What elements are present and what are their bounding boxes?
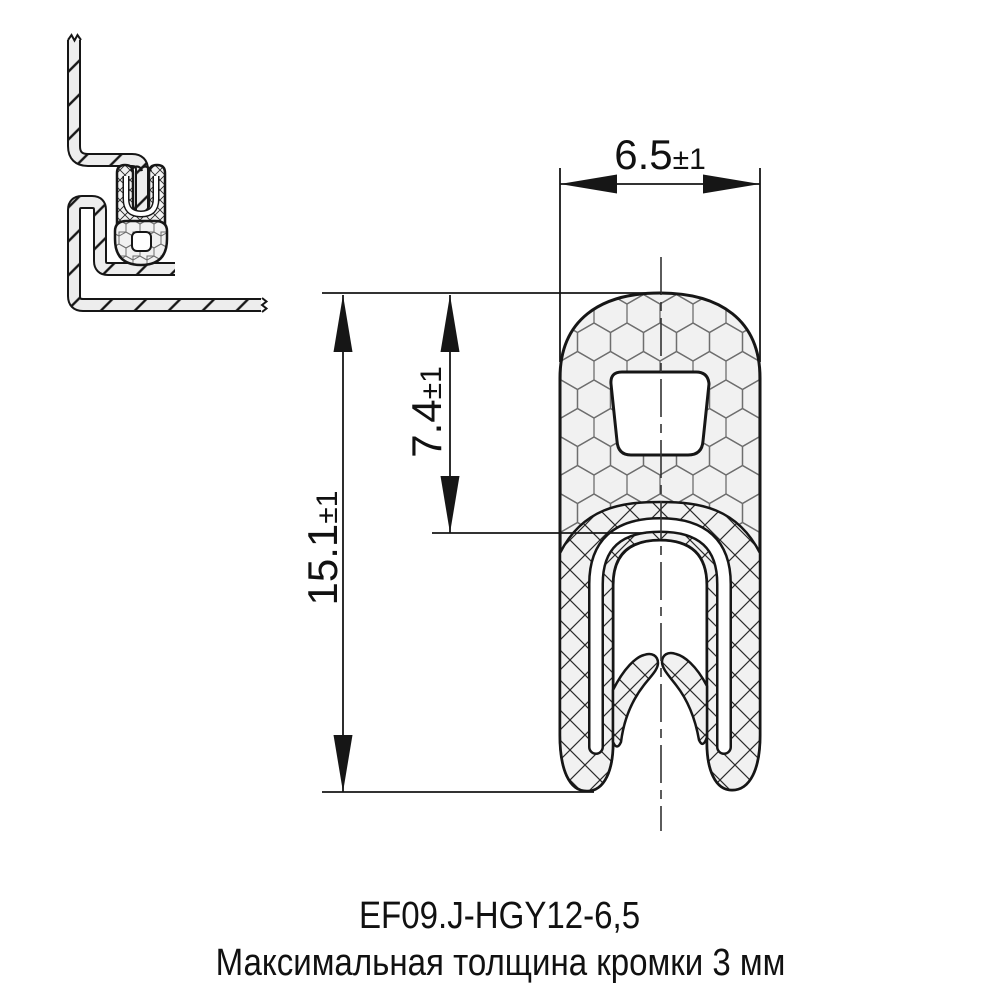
arrow-left-icon bbox=[560, 174, 617, 194]
caption-note: Максимальная толщина кромки 3 мм bbox=[215, 942, 785, 984]
sheet-break-mark bbox=[261, 296, 269, 314]
arrow-right-icon bbox=[703, 174, 760, 194]
upper-panel-sheet bbox=[66, 31, 149, 213]
grip-lip-right bbox=[660, 651, 709, 746]
mini-seal-hole bbox=[131, 231, 152, 252]
caption: EF09.J-HGY12-6,5 Максимальная толщина кр… bbox=[0, 893, 1000, 987]
arrow-up-icon bbox=[333, 295, 353, 352]
metal-carrier-slot bbox=[588, 516, 732, 755]
arrow-up-icon bbox=[440, 295, 460, 352]
dimension-depth-label: 7.4±1 bbox=[403, 366, 450, 458]
foam-hole bbox=[609, 370, 711, 457]
grip-lip-left bbox=[611, 652, 660, 748]
arrow-down-icon bbox=[440, 476, 460, 533]
part-number: EF09.J-HGY12-6,5 bbox=[359, 895, 641, 937]
dimension-arrowheads bbox=[333, 174, 760, 792]
sheet-break-mark bbox=[66, 31, 82, 37]
lower-panel-sheet bbox=[67, 195, 269, 314]
dimension-height-label: 15.1±1 bbox=[299, 491, 346, 606]
profile-rubber-channel bbox=[558, 500, 762, 793]
mini-seal bbox=[113, 163, 169, 267]
arrow-down-icon bbox=[333, 735, 353, 792]
profile-cross-section bbox=[558, 291, 762, 793]
application-example-illustration bbox=[66, 31, 269, 314]
mini-seal-grip-lips bbox=[130, 165, 152, 172]
dimension-width-label: 6.5±1 bbox=[614, 131, 706, 178]
